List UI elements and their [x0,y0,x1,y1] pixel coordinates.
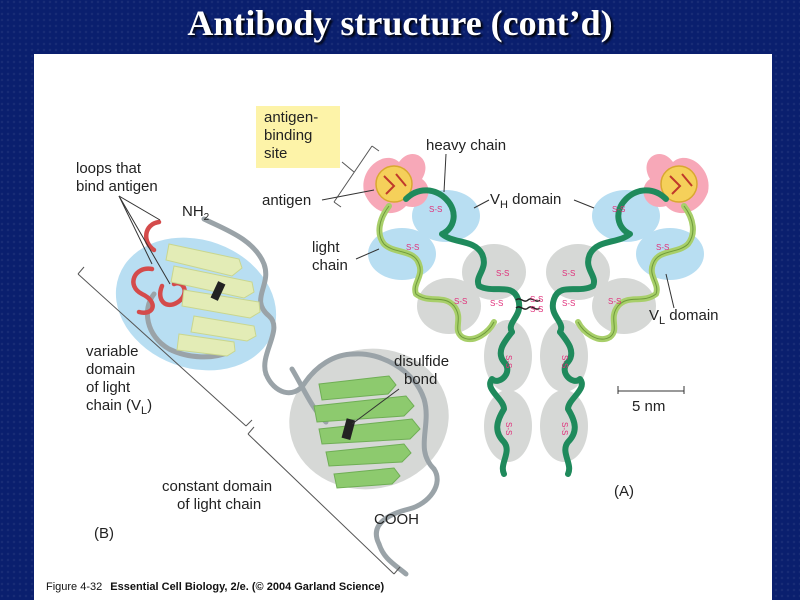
cooh-label: COOH [374,511,419,528]
svg-text:S-S: S-S [496,269,509,278]
svg-text:S-S: S-S [608,297,621,306]
antigen-binding-site-line2: binding [264,127,312,144]
vl-domain-label: VL domain [649,307,719,327]
svg-text:S-S: S-S [454,297,467,306]
antigen-binding-site-line3: site [264,145,287,162]
svg-text:S-S: S-S [504,422,513,435]
loops-label-line1: loops that [76,160,142,177]
disulfide-leader-line [351,388,400,425]
panel-a-letter: (A) [614,483,634,500]
light-chain-outlines [378,205,694,340]
variable-domain-strands [165,243,261,357]
ss-bond-labels: S-S S-S S-S S-S S-S S-S S-S S-S S-S S-S … [406,205,669,435]
svg-text:S-S: S-S [429,205,442,214]
variable-domain-label-line4: chain (VL) [86,397,152,417]
loops-leader-lines [118,195,171,285]
svg-text:S-S: S-S [530,305,543,314]
variable-domain-label-line2: domain [86,361,135,378]
svg-text:S-S: S-S [406,243,419,252]
svg-text:S-S: S-S [504,355,513,368]
svg-text:S-S: S-S [530,295,543,304]
vh-domain-leader-right [573,199,595,209]
loops-label-line2: bind antigen [76,178,158,195]
antigen-binding-site-box [256,106,340,168]
nh2-label: NH2 [182,203,210,223]
antibody-figure: loops that bind antigen NH2 variable dom… [46,106,719,593]
heavy-chain-label: heavy chain [426,137,506,154]
scale-bar [617,386,685,394]
hinge-region [515,298,541,310]
antigen-label: antigen [262,192,311,209]
vl-domain-leader [665,273,675,309]
slide-title: Antibody structure (cont’d) [187,3,613,43]
svg-text:S-S: S-S [612,205,625,214]
left-antigen-complex [363,153,429,214]
constant-domain-label-line1: constant domain [162,478,272,495]
scale-bar-label: 5 nm [632,398,665,415]
light-chain-label-line2: chain [312,257,348,274]
light-chain-label-line1: light [312,239,340,256]
light-chain-leader [355,248,380,260]
panel-b-letter: (B) [94,525,114,542]
svg-text:S-S: S-S [490,299,503,308]
variable-domain-label-line3: of light [86,379,131,396]
vh-domain-label: VH domain [490,191,561,211]
variable-disulfide-bond [210,281,226,301]
figure-panel: loops that bind antigen NH2 variable dom… [34,54,772,600]
variable-domain-label-line1: variable [86,343,139,360]
domain-bracket-lines [77,266,401,575]
antigen-binding-site-line1: antigen- [264,109,318,126]
svg-text:S-S: S-S [656,243,669,252]
vh-domain-leader-left [473,199,490,209]
svg-text:S-S: S-S [562,269,575,278]
disulfide-label-line1: disulfide [394,353,449,370]
right-antigen-complex [643,153,709,214]
binding-site-bracket [333,145,380,208]
antigen-leader [321,189,375,201]
svg-text:S-S: S-S [562,299,575,308]
constant-domain-label-line2: of light chain [177,496,261,513]
left-antigen [375,165,413,203]
svg-text:S-S: S-S [560,355,569,368]
panel-b-light-chain-ribbon [115,216,449,577]
svg-text:S-S: S-S [560,422,569,435]
heavy-chain-leader [443,153,447,193]
disulfide-label-line2: bond [404,371,437,388]
